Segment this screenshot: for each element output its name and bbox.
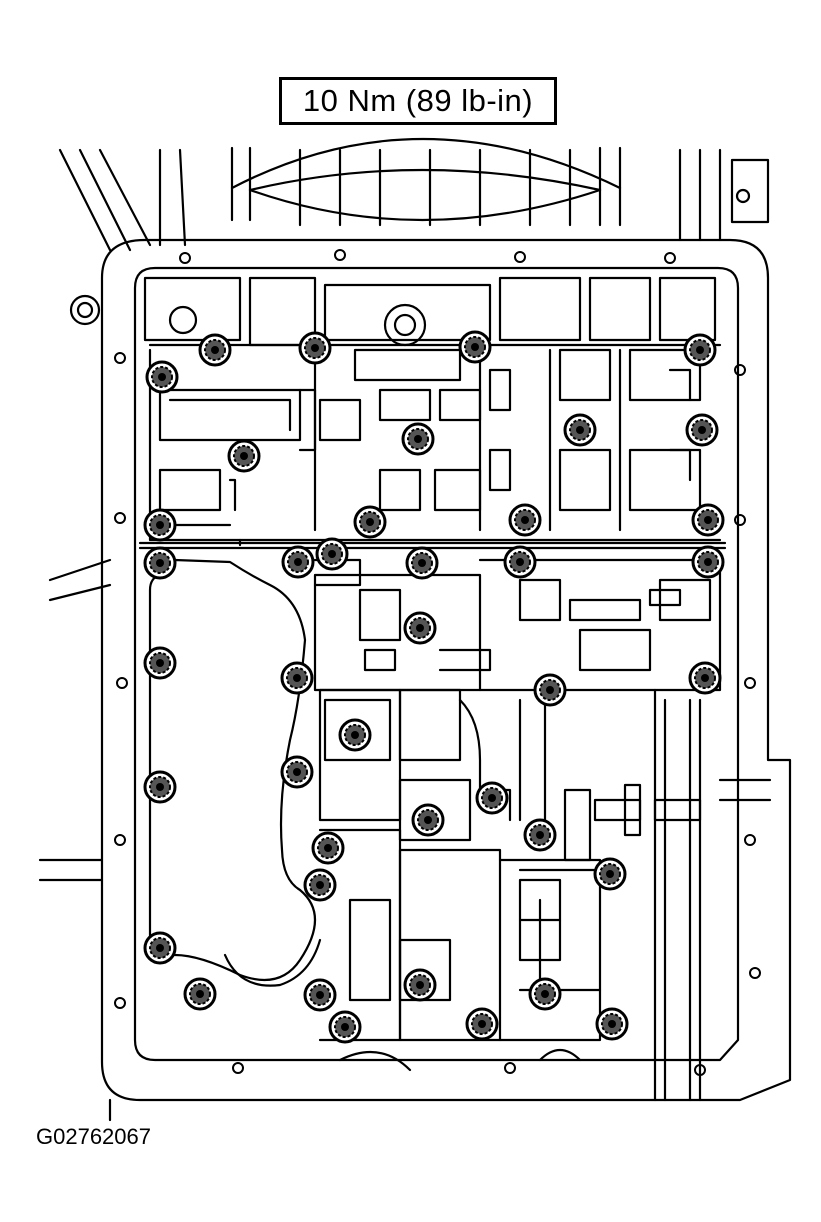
lower-block <box>313 558 722 1042</box>
bolt <box>595 1007 629 1041</box>
bottom-lines <box>108 1048 582 1122</box>
bolt <box>298 331 332 365</box>
bolt <box>683 333 717 367</box>
center-separator <box>138 541 727 550</box>
bolt <box>688 661 722 695</box>
bolt <box>280 661 314 695</box>
bolt <box>523 818 557 852</box>
bolt <box>403 968 437 1002</box>
bolt <box>475 781 509 815</box>
pan-holes <box>114 249 761 1076</box>
right-lines <box>653 688 772 1102</box>
bolt <box>691 545 725 579</box>
bolt <box>303 868 337 902</box>
bolt <box>465 1007 499 1041</box>
bolt <box>280 755 314 789</box>
bolt <box>563 413 597 447</box>
bolt <box>311 831 345 865</box>
bolt <box>315 537 349 571</box>
bolt <box>503 545 537 579</box>
bolt <box>183 977 217 1011</box>
left-lines <box>38 294 112 882</box>
bolt <box>328 1010 362 1044</box>
top-housing <box>58 138 770 252</box>
bolt <box>143 546 177 580</box>
bolt <box>508 503 542 537</box>
left-reservoir <box>148 558 317 982</box>
bolt <box>338 718 372 752</box>
bolt <box>143 931 177 965</box>
torque-spec-label: 10 Nm (89 lb-in) <box>279 77 557 125</box>
bolt <box>303 978 337 1012</box>
figure-id: G02762067 <box>36 1124 151 1149</box>
bolt <box>458 330 492 364</box>
bolt <box>691 503 725 537</box>
bolt <box>353 505 387 539</box>
bolt <box>411 803 445 837</box>
bolt <box>143 770 177 804</box>
bolt <box>593 857 627 891</box>
bolt <box>143 646 177 680</box>
outer-pan-outline <box>100 238 792 1102</box>
bolt <box>685 413 719 447</box>
bolt <box>528 977 562 1011</box>
bolt-group <box>143 330 725 1044</box>
bolt <box>227 439 261 473</box>
bolt <box>198 333 232 367</box>
bolt <box>143 508 177 542</box>
bolt <box>405 546 439 580</box>
bolt <box>533 673 567 707</box>
bolt <box>401 422 435 456</box>
upper-block <box>143 276 722 547</box>
bolt <box>145 360 179 394</box>
inner-plate-outline <box>133 266 740 1062</box>
bolt <box>403 611 437 645</box>
bolt <box>281 545 315 579</box>
